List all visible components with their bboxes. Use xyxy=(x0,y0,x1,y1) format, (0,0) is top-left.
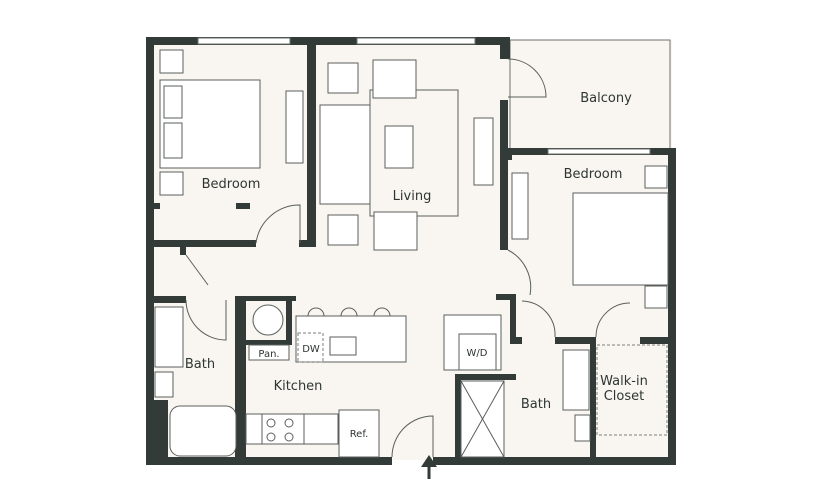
water-heater xyxy=(252,304,284,336)
sofa xyxy=(319,104,371,205)
dresser xyxy=(285,90,304,164)
tv-console xyxy=(473,117,494,186)
bathtub xyxy=(169,405,237,457)
room-label-walk-in-closet-line2: Closet xyxy=(604,389,645,404)
room-label-living: Living xyxy=(393,189,432,204)
sink xyxy=(329,336,357,356)
label-washer-dryer: W/D xyxy=(467,348,488,359)
doors xyxy=(185,58,631,458)
room-label-walk-in-closet-line1: Walk-in xyxy=(600,374,648,389)
room-label-balcony: Balcony xyxy=(580,91,632,106)
balcony-area xyxy=(509,39,671,151)
refrigerator xyxy=(338,409,380,458)
label-pantry: Pan. xyxy=(258,349,279,360)
label-refrigerator: Ref. xyxy=(350,429,369,440)
vanity xyxy=(562,349,590,411)
room-label-bedroom-1: Bedroom xyxy=(202,177,261,192)
armchair xyxy=(373,211,418,251)
entry-arrow-icon xyxy=(421,455,437,479)
nightstand xyxy=(159,49,184,74)
room-label-bath-2: Bath xyxy=(521,397,551,412)
nightstand xyxy=(159,171,184,196)
furniture xyxy=(154,49,669,458)
toilet xyxy=(154,371,174,398)
vanity xyxy=(154,306,184,368)
armchair xyxy=(372,59,417,99)
dresser xyxy=(511,172,529,240)
room-label-bath-1: Bath xyxy=(185,357,215,372)
label-dishwasher: DW xyxy=(302,344,320,355)
room-label-bedroom-2: Bedroom xyxy=(564,167,623,182)
windows xyxy=(197,37,651,155)
toilet xyxy=(574,414,591,442)
room-label-kitchen: Kitchen xyxy=(274,379,323,394)
bed xyxy=(572,192,669,286)
walls xyxy=(146,37,676,465)
coffee-table xyxy=(384,125,414,169)
